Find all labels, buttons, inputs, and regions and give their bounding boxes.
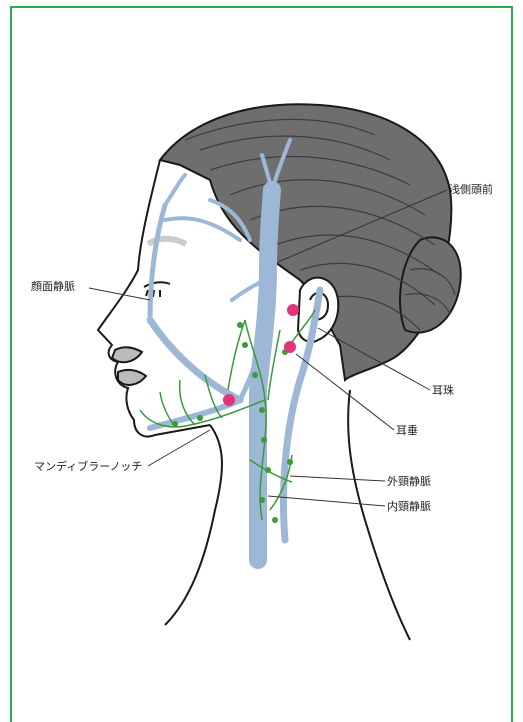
tragus-point bbox=[287, 304, 299, 316]
lymph-nodes bbox=[172, 322, 293, 523]
label-tragus: 耳珠 bbox=[432, 383, 454, 397]
label-external-jugular: 外頸静脈 bbox=[387, 474, 431, 488]
label-internal-jugular: 内頸静脈 bbox=[387, 499, 431, 513]
label-earlobe: 耳垂 bbox=[396, 424, 418, 437]
label-facial-vein: 顔面静脈 bbox=[31, 279, 75, 293]
earlobe-point bbox=[284, 341, 296, 353]
label-superficial-temporal: 浅側頭前 bbox=[449, 182, 493, 196]
label-mandibular-notch: マンディブラーノッチ bbox=[34, 459, 142, 473]
mandibular-notch-point bbox=[223, 394, 235, 406]
